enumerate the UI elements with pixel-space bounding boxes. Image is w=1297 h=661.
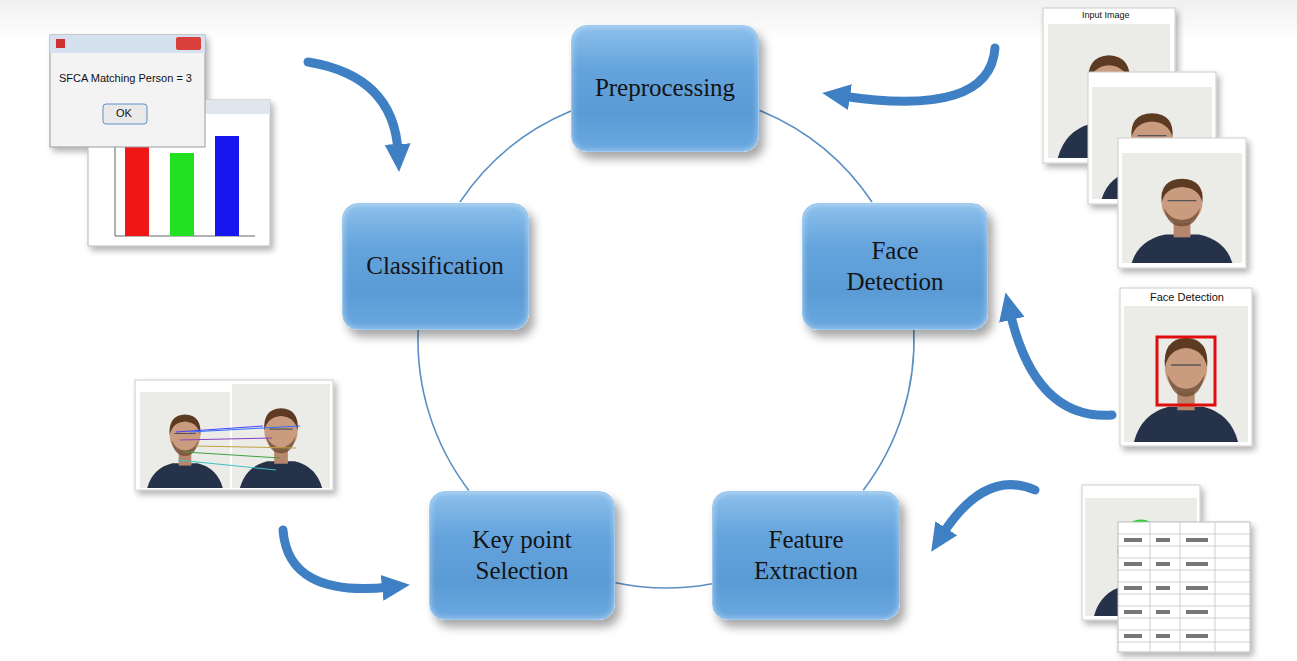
screenshot-text: Face Detection (1150, 291, 1224, 303)
box-label: Key point Selection (452, 524, 592, 587)
bar (170, 153, 194, 236)
detection-box (1157, 337, 1215, 405)
process-box: Classification (342, 203, 529, 330)
window-icon (56, 39, 65, 48)
photo-frame (1118, 138, 1246, 268)
process-box: Preprocessing (571, 25, 759, 152)
cycle-connector (418, 330, 469, 491)
cycle-connector (460, 111, 571, 202)
photo-frame (135, 380, 333, 490)
dialog-titlebar (50, 35, 205, 53)
preprocessing-images (1043, 8, 1246, 268)
process-box: Face Detection (802, 203, 988, 330)
box-label: Classification (366, 250, 503, 281)
screenshot-text: Input Image (1082, 10, 1130, 20)
ok-button (103, 104, 147, 124)
feature-images (1082, 485, 1250, 652)
cycle-connector (760, 110, 872, 202)
feature-table (1118, 522, 1250, 652)
cycle-connector (616, 583, 712, 588)
result-windows (50, 35, 270, 246)
face-photo (1124, 306, 1248, 442)
face-detection-image (1120, 288, 1252, 446)
keypoint-image (135, 380, 333, 490)
face-photo (1122, 153, 1242, 263)
screenshot-text: SFCA Matching Person = 3 (59, 72, 192, 84)
table-values (1124, 538, 1208, 638)
face-photo (232, 384, 330, 488)
close-button (176, 37, 201, 50)
process-box: Feature Extraction (712, 491, 900, 620)
process-box: Key point Selection (429, 491, 615, 620)
curved-arrow (283, 530, 390, 589)
box-label: Preprocessing (595, 72, 735, 103)
match-lines (176, 426, 300, 470)
box-label: Feature Extraction (731, 524, 881, 587)
cycle-connector (863, 330, 914, 491)
box-label: Face Detection (828, 235, 963, 298)
photo-frame (1120, 288, 1252, 446)
curved-arrow (942, 485, 1035, 535)
dialog-window (50, 35, 205, 147)
curved-arrow (1010, 312, 1112, 415)
curved-arrow (308, 62, 398, 152)
curved-arrow (842, 48, 995, 101)
bar (125, 136, 149, 236)
bar (215, 136, 239, 236)
table-grid (1118, 522, 1250, 652)
screenshot-text: OK (116, 107, 132, 119)
